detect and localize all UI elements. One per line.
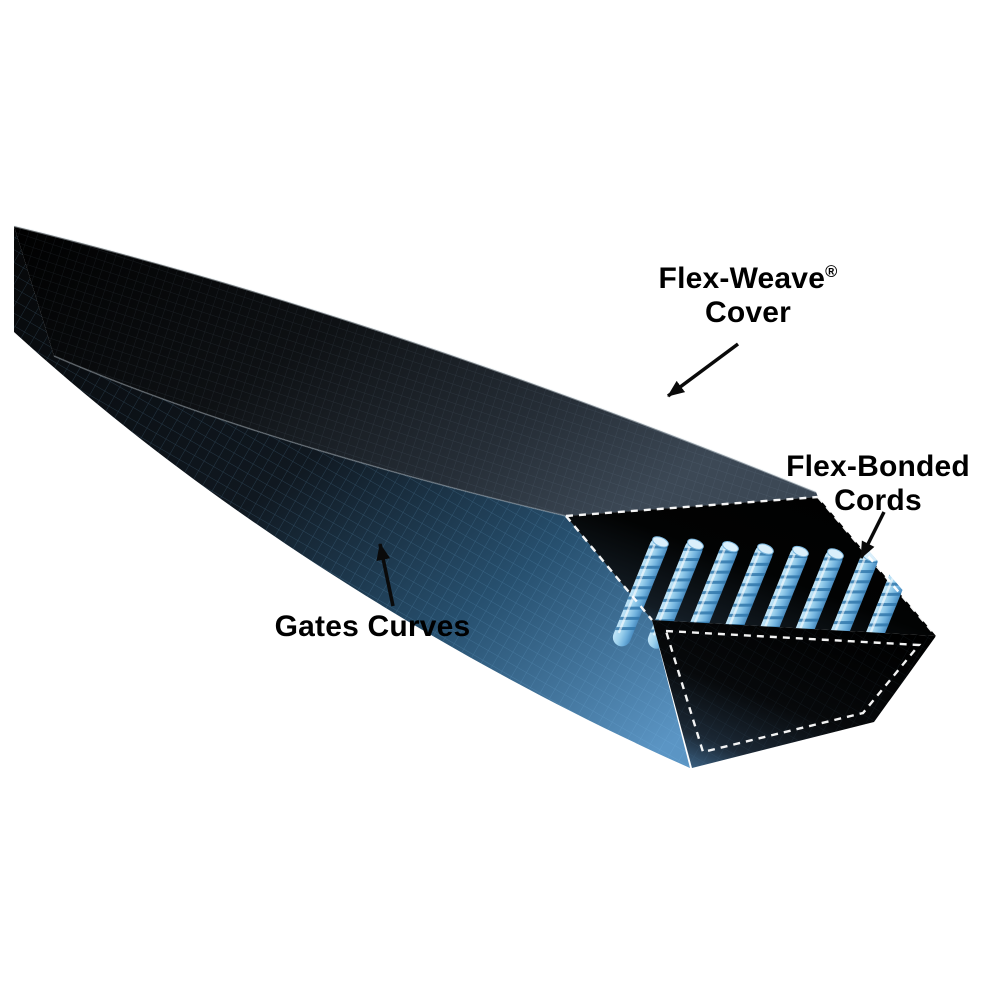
label-flex-bonded-cords: Flex-Bonded Cords [753, 450, 1000, 517]
flex-bonded-line2: Cords [834, 483, 922, 517]
label-flex-weave-cover: Flex-Weave® Cover [598, 262, 898, 329]
right-cut-edge [817, 496, 937, 637]
flex-weave-line2: Cover [704, 295, 792, 329]
gates-curves-text: Gates Curves [274, 610, 471, 643]
stitch-lines [565, 495, 937, 754]
belt-top-cover [13, 225, 818, 517]
arrow-flex-weave [666, 342, 740, 398]
arrow-gates-curves [376, 543, 395, 607]
cover-cut-line [565, 495, 819, 518]
top-edge-highlight [13, 225, 817, 493]
cross-section-stitching [664, 629, 922, 754]
registered-mark: ® [825, 263, 838, 281]
notch-edge [565, 515, 653, 621]
flex-bonded-line1: Flex-Bonded [786, 450, 970, 483]
arrow-flex-bonded [859, 511, 886, 559]
belt-side-surface [14, 226, 690, 768]
near-edge-highlight [53, 355, 567, 517]
label-gates-curves: Gates Curves [240, 610, 505, 644]
belt-cross-section [652, 620, 936, 768]
flex-weave-name: Flex-Weave [658, 262, 826, 295]
